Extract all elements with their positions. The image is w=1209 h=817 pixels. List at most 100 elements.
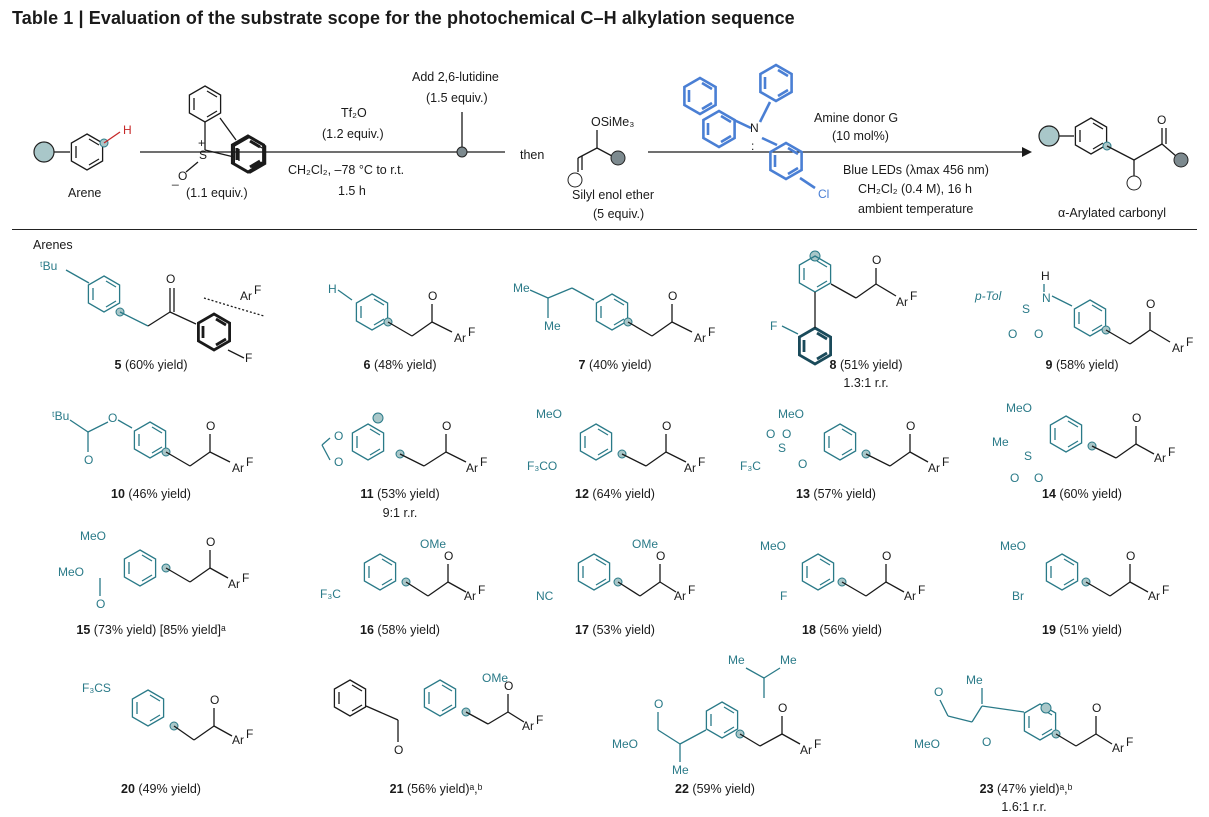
svg-text:Me: Me bbox=[728, 653, 745, 667]
section-label: Arenes bbox=[33, 238, 73, 252]
svg-text:Ar: Ar bbox=[464, 589, 476, 603]
svg-text:S: S bbox=[1022, 302, 1030, 316]
svg-text:Ar: Ar bbox=[800, 743, 812, 757]
svg-text:NC: NC bbox=[536, 589, 554, 603]
svg-text:F: F bbox=[1186, 335, 1193, 349]
svg-text:MeO: MeO bbox=[612, 737, 638, 751]
svg-text:F₃C: F₃C bbox=[320, 587, 341, 601]
tf2o-label: Tf₂O bbox=[341, 106, 367, 120]
svg-text:O: O bbox=[778, 701, 787, 715]
svg-text:F: F bbox=[1168, 445, 1175, 459]
svg-text:O: O bbox=[96, 597, 105, 611]
svg-text::: : bbox=[751, 139, 754, 153]
svg-text:O: O bbox=[444, 549, 453, 563]
svg-text:O: O bbox=[656, 549, 665, 563]
caption-10: 10 (46% yield) bbox=[111, 487, 191, 501]
svg-text:Ar: Ar bbox=[232, 461, 244, 475]
svg-text:F: F bbox=[242, 571, 249, 585]
svg-text:O: O bbox=[934, 685, 943, 699]
svg-text:O: O bbox=[1010, 471, 1019, 485]
svg-text:Ar: Ar bbox=[454, 331, 466, 345]
silyl-enol-ether-structure bbox=[567, 130, 626, 188]
svg-text:H: H bbox=[328, 282, 337, 296]
svg-text:Ar: Ar bbox=[1148, 589, 1160, 603]
reagent-equiv: (1.1 equiv.) bbox=[186, 186, 248, 200]
svg-text:F₃CS: F₃CS bbox=[82, 681, 111, 695]
svg-text:MeO: MeO bbox=[58, 565, 84, 579]
svg-text:Me: Me bbox=[992, 435, 1009, 449]
svg-text:O: O bbox=[1126, 549, 1135, 563]
svg-text:MeO: MeO bbox=[536, 407, 562, 421]
svg-text:Me: Me bbox=[780, 653, 797, 667]
svg-text:O: O bbox=[1132, 411, 1141, 425]
svg-text:F: F bbox=[246, 727, 253, 741]
svg-text:F: F bbox=[1162, 583, 1169, 597]
caption-15: 15 (73% yield) [85% yield]ᵃ bbox=[76, 623, 226, 637]
blue-leds: Blue LEDs (λmax 456 nm) bbox=[843, 163, 989, 177]
svg-text:O: O bbox=[428, 289, 437, 303]
svg-text:F₃C: F₃C bbox=[740, 459, 761, 473]
caption-23-rr: 1.6:1 r.r. bbox=[1001, 800, 1047, 814]
condition-2: CH₂Cl₂ (0.4 M), 16 h bbox=[858, 182, 972, 196]
svg-text:S: S bbox=[199, 148, 207, 162]
arene-label: Arene bbox=[68, 186, 102, 200]
svg-text:O: O bbox=[798, 457, 807, 471]
svg-text:O: O bbox=[442, 419, 451, 433]
caption-6: 6 (48% yield) bbox=[363, 358, 437, 372]
svg-text:F: F bbox=[698, 455, 705, 469]
svg-text:H: H bbox=[123, 123, 132, 137]
svg-text:Ar: Ar bbox=[674, 589, 686, 603]
svg-text:O: O bbox=[206, 535, 215, 549]
silyl-equiv: (5 equiv.) bbox=[593, 207, 645, 221]
ambient-label: ambient temperature bbox=[858, 202, 974, 216]
svg-text:Me: Me bbox=[672, 763, 689, 777]
svg-text:O: O bbox=[882, 549, 891, 563]
svg-text:O: O bbox=[766, 427, 775, 441]
svg-text:MeO: MeO bbox=[760, 539, 786, 553]
svg-text:O: O bbox=[334, 429, 343, 443]
caption-9: 9 (58% yield) bbox=[1045, 358, 1119, 372]
svg-text:+: + bbox=[198, 136, 205, 150]
svg-text:Ar: Ar bbox=[896, 295, 908, 309]
amine-donor: Amine donor G bbox=[814, 111, 899, 125]
tf2o-equiv: (1.2 equiv.) bbox=[322, 127, 384, 141]
product-label: α-Arylated carbonyl bbox=[1058, 206, 1166, 220]
arene-structure: H bbox=[33, 123, 132, 171]
svg-text:Cl: Cl bbox=[818, 187, 829, 201]
svg-text:OMe: OMe bbox=[420, 537, 446, 551]
svg-text:O: O bbox=[504, 679, 513, 693]
svg-text:O: O bbox=[782, 427, 791, 441]
svg-text:F: F bbox=[942, 455, 949, 469]
condition-1: CH₂Cl₂, –78 °C to r.t. bbox=[288, 163, 405, 177]
amine-donor-structure: N : Cl bbox=[683, 63, 829, 201]
svg-text:S: S bbox=[1024, 449, 1032, 463]
svg-text:Me: Me bbox=[966, 673, 983, 687]
amine-mol: (10 mol%) bbox=[832, 129, 889, 143]
svg-text:Ar: Ar bbox=[1154, 451, 1166, 465]
svg-text:F: F bbox=[918, 583, 925, 597]
svg-text:MeO: MeO bbox=[1000, 539, 1026, 553]
caption-12: 12 (64% yield) bbox=[575, 487, 655, 501]
svg-text:Ar: Ar bbox=[1112, 741, 1124, 755]
caption-13: 13 (57% yield) bbox=[796, 487, 876, 501]
svg-text:F: F bbox=[1126, 735, 1133, 749]
svg-text:F: F bbox=[536, 713, 543, 727]
svg-text:O: O bbox=[1157, 113, 1166, 127]
caption-17: 17 (53% yield) bbox=[575, 623, 655, 637]
svg-text:Ar: Ar bbox=[228, 577, 240, 591]
svg-text:F: F bbox=[245, 351, 252, 365]
svg-text:O: O bbox=[178, 169, 187, 183]
svg-text:Ar: Ar bbox=[232, 733, 244, 747]
svg-text:Ar: Ar bbox=[928, 461, 940, 475]
svg-text:ᵗBu: ᵗBu bbox=[40, 259, 57, 273]
svg-text:F: F bbox=[480, 455, 487, 469]
svg-text:O: O bbox=[668, 289, 677, 303]
svg-text:O: O bbox=[1034, 327, 1043, 341]
